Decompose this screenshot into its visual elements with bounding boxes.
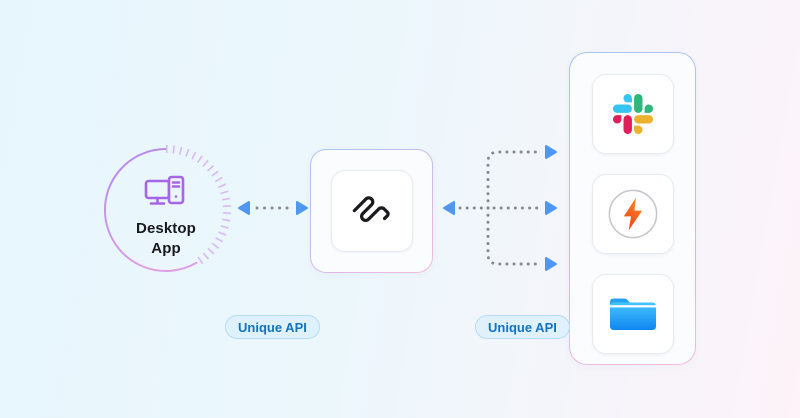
unique-hub-card bbox=[330, 170, 413, 252]
desktop-app-label-line2: App bbox=[151, 240, 181, 258]
badge-unique-api-left: Unique API bbox=[225, 315, 320, 339]
slack-icon bbox=[612, 94, 653, 134]
app-card-slack bbox=[591, 74, 674, 154]
folder-icon bbox=[609, 298, 656, 330]
unique-hub-node bbox=[310, 149, 433, 273]
desktop-app-label-line1: Desktop bbox=[136, 220, 196, 237]
bidirectional-arrow-left bbox=[238, 201, 308, 215]
badge-unique-api-right: Unique API bbox=[475, 315, 570, 339]
lightning-icon bbox=[608, 189, 657, 239]
desktop-app-label: Desktop App bbox=[106, 219, 226, 260]
desktop-app-circle bbox=[103, 145, 231, 272]
desktop-computer-icon bbox=[144, 175, 185, 205]
integrations-panel bbox=[569, 52, 696, 365]
app-card-folder bbox=[591, 274, 674, 354]
app-card-lightning bbox=[591, 174, 674, 254]
unique-logo-icon bbox=[352, 196, 390, 223]
branch-arrows bbox=[443, 145, 557, 271]
